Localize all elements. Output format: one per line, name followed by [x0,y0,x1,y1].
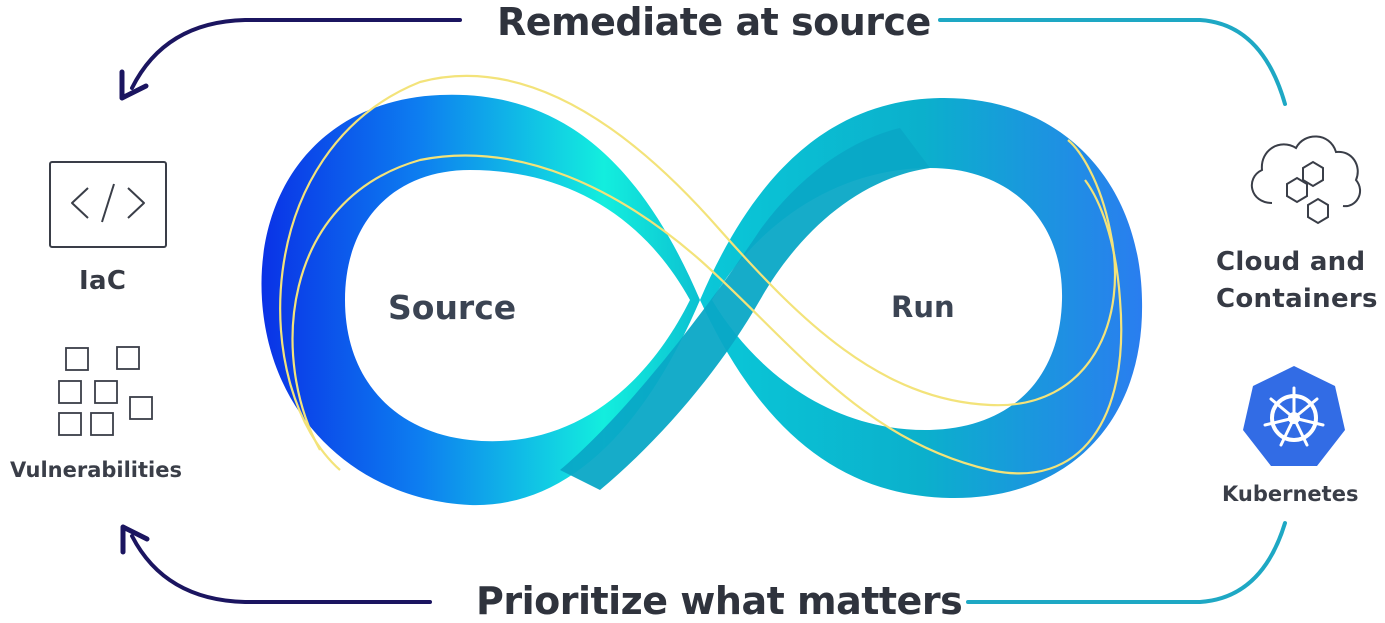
top-right-line [938,18,1287,106]
infinity-loop [261,74,1143,506]
accent-line-inner [291,154,1123,475]
bottom-banner-title: Prioritize what matters [476,579,963,623]
top-banner-title: Remediate at source [497,0,931,44]
vulnerabilities-label: Vulnerabilities [10,458,182,482]
bottom-right-line [966,521,1287,604]
accent-line-outer [279,74,1117,471]
cloud-hexagons-icon [1250,135,1362,225]
loop-left-label: Source [388,288,517,327]
kubernetes-icon [1243,366,1345,466]
top-left-arrow [119,18,462,101]
code-icon [49,161,167,248]
cloud-label-line1: Cloud and [1216,247,1366,277]
infinity-left-lobe [261,94,700,506]
vulnerability-grid-icon [58,346,153,436]
loop-right-label: Run [891,290,955,324]
kubernetes-label: Kubernetes [1222,482,1359,506]
bottom-left-arrow [120,524,432,604]
infinity-crossing [560,128,930,490]
cloud-label-line2: Containers [1216,284,1378,314]
iac-label: IaC [79,266,127,296]
